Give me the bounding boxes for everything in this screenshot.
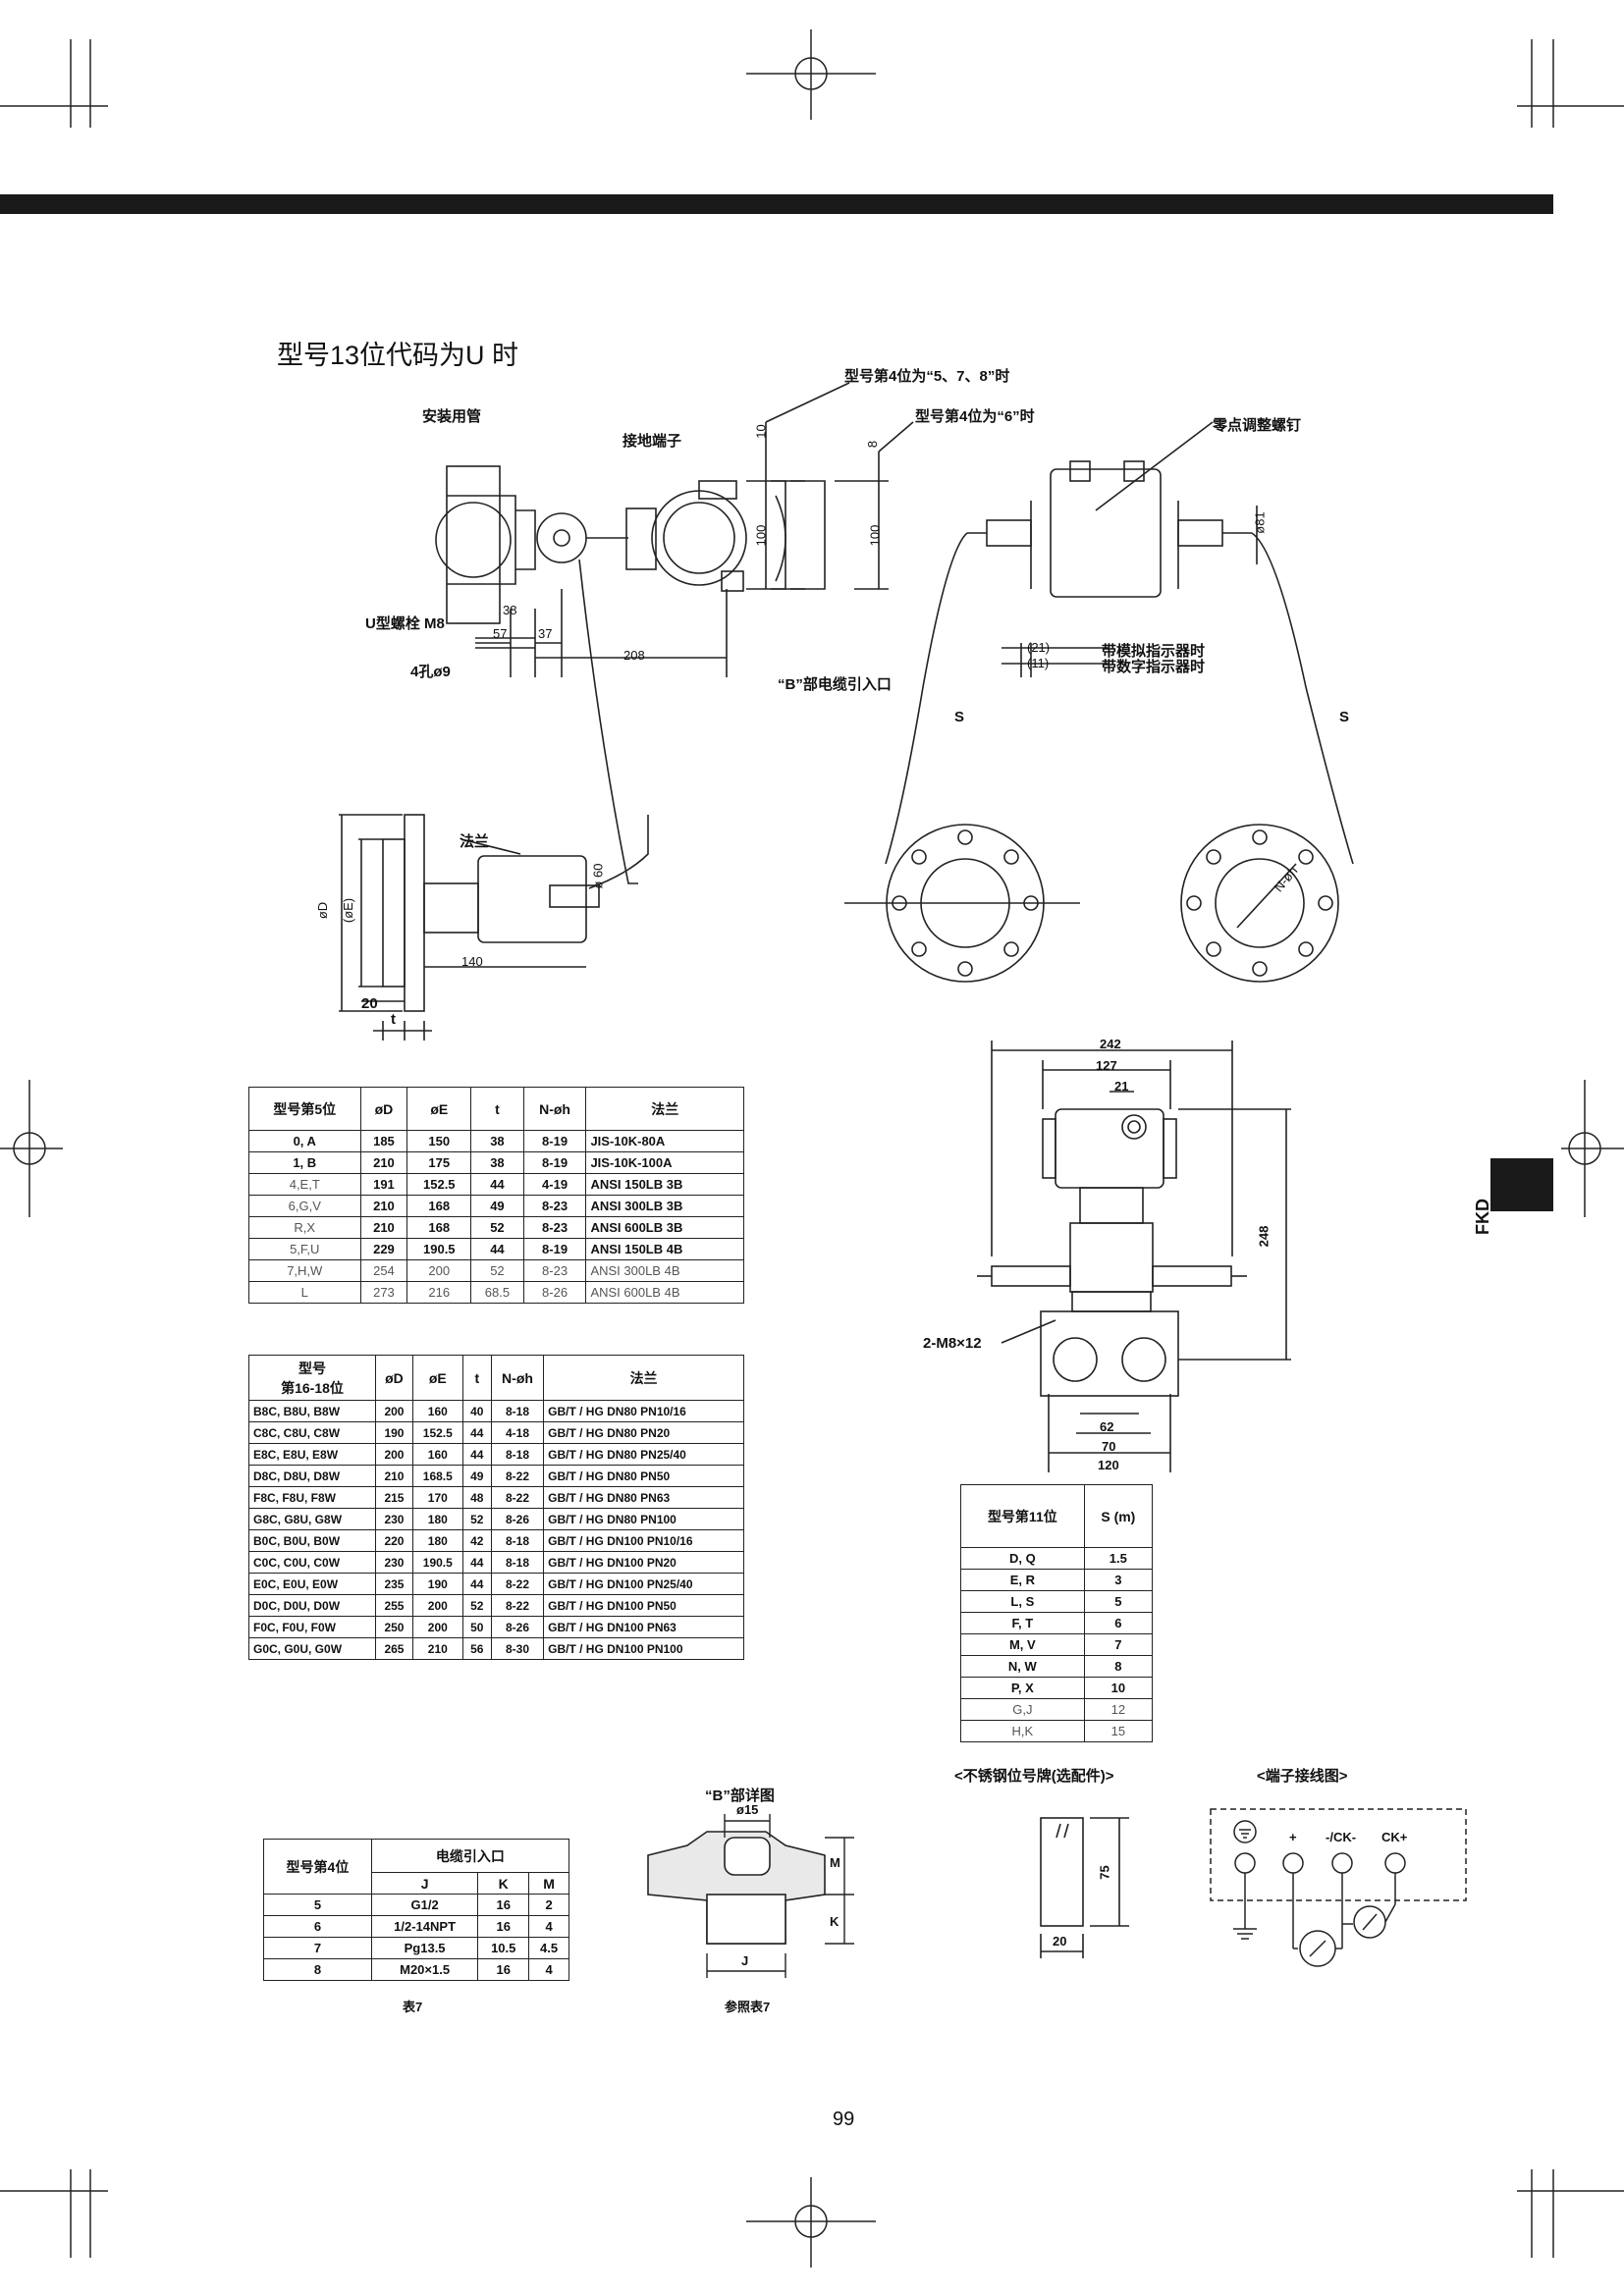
b-detail-title: “B”部详图 — [705, 1788, 775, 1804]
dim-s-right: S — [1339, 709, 1350, 725]
dim-21b: 21 — [1114, 1079, 1129, 1094]
t1-h5: 法兰 — [585, 1087, 744, 1131]
page-title: 型号13位代码为U 时 — [277, 341, 519, 370]
dim-t: t — [391, 1011, 396, 1028]
t2-h0: 型号 第16-18位 — [247, 1355, 377, 1401]
terminal-plus2-icon — [1282, 1852, 1304, 1874]
label-analog-indicator: 带模拟指示器时 — [1102, 643, 1206, 660]
nameplate-title: <不锈钢位号牌(选配件)> — [954, 1768, 1114, 1785]
label-bolt: 2-M8×12 — [923, 1335, 982, 1352]
label-u-bolt: U型螺栓 M8 — [365, 615, 445, 632]
table7-caption: 表7 — [403, 2000, 423, 2014]
t1-h1: øD — [359, 1087, 408, 1131]
dim-70: 70 — [1102, 1439, 1116, 1454]
dim-s-left: S — [954, 709, 965, 725]
t3-h1: S (m) — [1083, 1484, 1154, 1548]
terminal-ck-plus-icon — [1384, 1852, 1406, 1874]
wiring-ck-plus-label: CK+ — [1381, 1830, 1408, 1844]
terminal-ck-minus-icon — [1331, 1852, 1353, 1874]
label-cable-entry-b: “B”部电缆引入口 — [778, 676, 892, 693]
dim-20b: 20 — [1053, 1934, 1067, 1949]
dim-38: 38 — [503, 603, 517, 617]
t4-hg: 电缆引入口 — [370, 1839, 570, 1873]
t2-h4: N-øh — [490, 1355, 545, 1401]
dim-57: 57 — [493, 626, 508, 641]
dim-20: 20 — [361, 995, 378, 1012]
t4-h0: 型号第4位 — [263, 1839, 372, 1895]
label-zero-screw: 零点调整螺钉 — [1213, 417, 1302, 434]
dim-M: M — [830, 1855, 840, 1870]
wiring-ck-minus-label: -/CK- — [1326, 1830, 1357, 1844]
dim-11: (11) — [1027, 656, 1050, 670]
terminal-plus-icon — [1234, 1852, 1256, 1874]
section-tab-block — [1490, 1158, 1553, 1211]
dim-21: (21) — [1027, 640, 1051, 655]
wiring-title: <端子接线图> — [1257, 1768, 1348, 1785]
ground-terminal-icon — [1233, 1820, 1257, 1843]
ref-table7: 参照表7 — [725, 2000, 771, 2014]
label-pos4-6: 型号第4位为“6”时 — [915, 408, 1035, 425]
t2-h3: t — [461, 1355, 492, 1401]
dim-15: ø15 — [736, 1802, 759, 1817]
dim-208: 208 — [623, 648, 645, 663]
dim-J: J — [741, 1953, 749, 1968]
label-install-pipe: 安装用管 — [422, 408, 482, 425]
dim-127: 127 — [1096, 1058, 1117, 1073]
label-holes: 4孔ø9 — [410, 664, 451, 680]
label-ground-terminal: 接地端子 — [623, 433, 682, 450]
dim-140: 140 — [461, 954, 483, 969]
t1-h0: 型号第5位 — [248, 1087, 361, 1131]
page-number: 99 — [833, 2109, 855, 2130]
header-bar — [0, 194, 1553, 214]
t1-h4: N-øh — [522, 1087, 587, 1131]
dim-K: K — [830, 1914, 839, 1929]
dim-242: 242 — [1100, 1037, 1121, 1051]
dim-62: 62 — [1100, 1419, 1114, 1434]
label-pos4-578: 型号第4位为“5、7、8”时 — [844, 368, 1010, 385]
label-digital-indicator: 带数字指示器时 — [1102, 659, 1206, 675]
dim-37: 37 — [538, 626, 553, 641]
dim-120: 120 — [1098, 1458, 1119, 1472]
wiring-plus-label: + — [1289, 1830, 1297, 1844]
label-flange: 法兰 — [460, 833, 490, 850]
flange-table-gb: 型号 第16-18位 øD øE t N-øh 法兰 B8C, B8U, B8W… — [247, 1355, 744, 1660]
